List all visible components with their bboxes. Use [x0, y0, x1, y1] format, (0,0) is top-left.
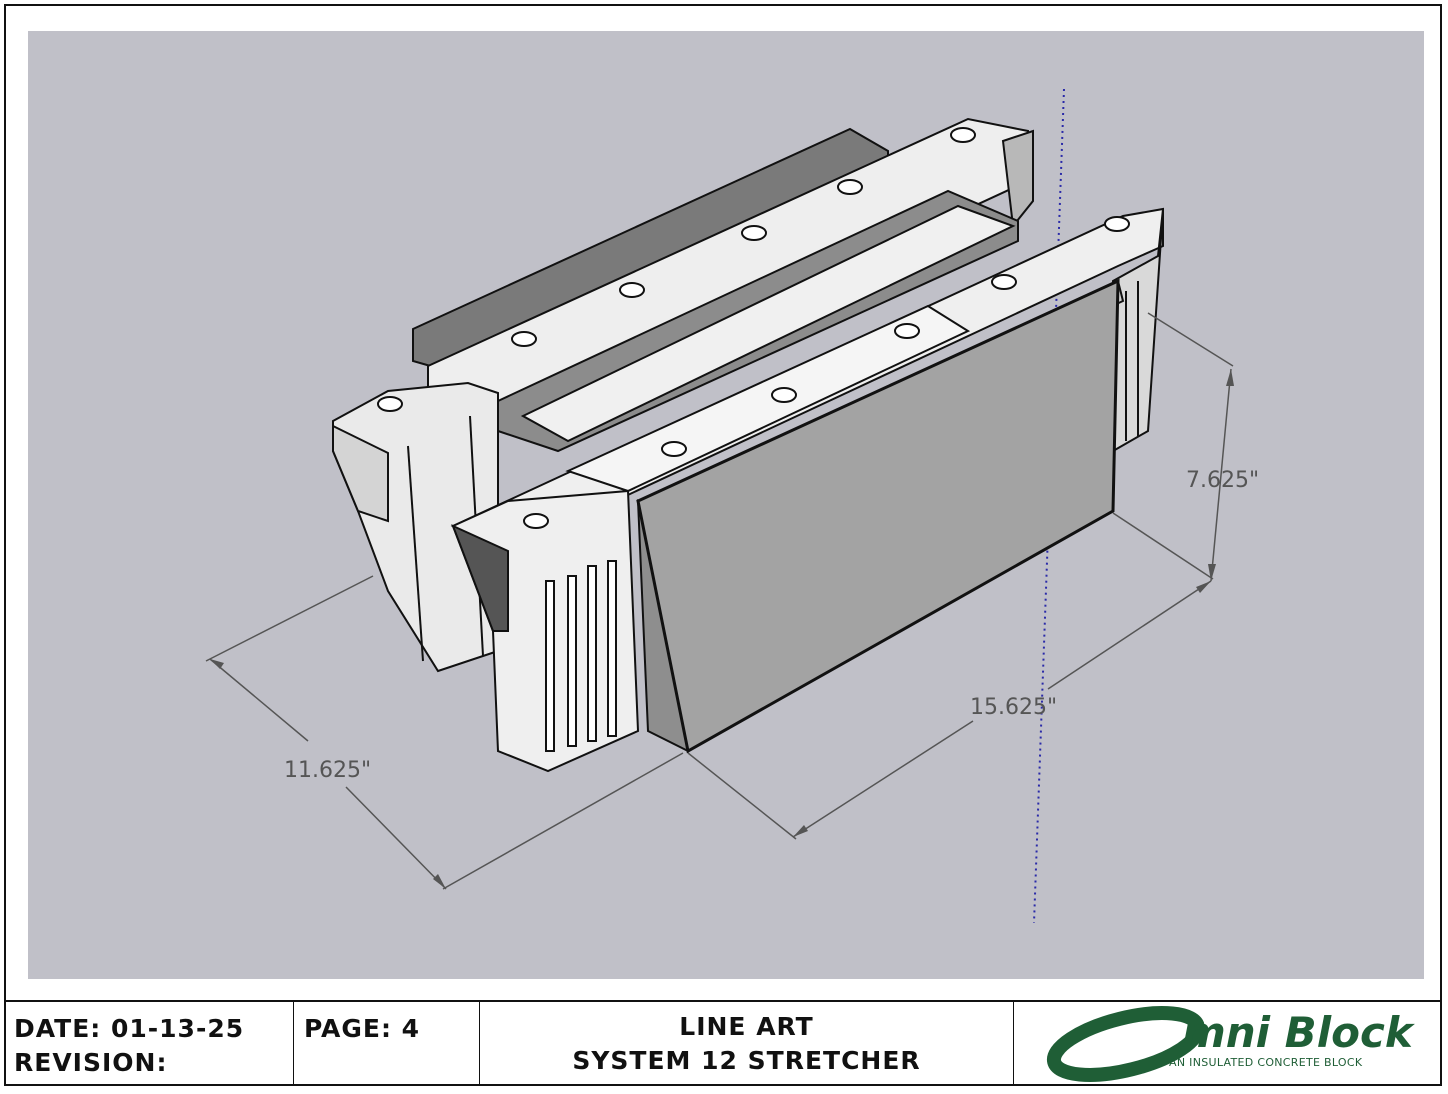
dimension-arrow	[1208, 564, 1216, 581]
length-dimension-label: 15.625"	[970, 695, 1057, 720]
page-label: PAGE: 4	[304, 1014, 421, 1043]
tie-hole	[991, 274, 1017, 290]
width-dimension-ext	[205, 575, 374, 662]
tie-hole	[1104, 216, 1130, 232]
front-web-groove	[545, 580, 555, 752]
width-dimension-ext	[442, 752, 684, 890]
tie-hole	[511, 331, 537, 347]
tie-hole	[741, 225, 767, 241]
dimension-arrow	[433, 874, 446, 889]
tie-hole	[950, 127, 976, 143]
blue-axis-line	[1033, 88, 1065, 924]
logo-wordmark: mni Block	[1182, 1008, 1413, 1057]
front-left-web-chamfer	[451, 524, 509, 632]
title-block: DATE: 01-13-25 REVISION: PAGE: 4 LINE AR…	[6, 1000, 1440, 1086]
middle-core-top	[520, 204, 1016, 443]
title-cell: LINE ART SYSTEM 12 STRETCHER	[480, 1002, 1014, 1086]
front-foam-panel	[636, 278, 1120, 754]
model-viewport[interactable]: 7.625" 15.625" 11.625"	[28, 31, 1424, 979]
dimension-arrow	[793, 825, 808, 837]
length-dimension-line-b	[792, 720, 974, 838]
logo-tagline: AN INSULATED CONCRETE BLOCK	[1169, 1056, 1363, 1069]
width-dimension-label: 11.625"	[284, 758, 371, 783]
title-line-2: SYSTEM 12 STRETCHER	[572, 1046, 921, 1075]
logo-cell: mni Block AN INSULATED CONCRETE BLOCK	[1014, 1002, 1440, 1086]
length-dimension-ext	[687, 752, 797, 840]
dimension-arrow	[210, 659, 224, 669]
front-web-groove	[567, 575, 577, 747]
front-web-groove	[607, 560, 617, 737]
revision-label: REVISION:	[14, 1048, 168, 1077]
height-dimension-line	[1210, 368, 1232, 582]
omniblock-logo-swoosh-icon	[1046, 1006, 1204, 1082]
tie-hole	[377, 396, 403, 412]
dimension-arrow	[1226, 369, 1234, 386]
page-cell: PAGE: 4	[294, 1002, 480, 1086]
dimension-arrow	[1196, 581, 1211, 593]
tie-hole	[837, 179, 863, 195]
title-line-1: LINE ART	[679, 1012, 814, 1041]
front-web-groove	[587, 565, 597, 742]
tie-hole	[771, 387, 797, 403]
tie-hole	[619, 282, 645, 298]
length-dimension-line-a	[1047, 580, 1212, 690]
tie-hole	[661, 441, 687, 457]
drawing-sheet: 7.625" 15.625" 11.625" DATE: 01-13-25 RE…	[4, 4, 1442, 1086]
height-dimension-ext	[1112, 512, 1214, 580]
left-end-web-face	[332, 424, 389, 523]
width-dimension-line-a	[209, 658, 309, 742]
width-dimension-line-b	[345, 786, 447, 890]
left-web-groove	[407, 445, 424, 662]
date-label: DATE: 01-13-25	[14, 1014, 245, 1043]
height-dimension-label: 7.625"	[1186, 468, 1259, 493]
block-drawing: 7.625" 15.625" 11.625"	[205, 88, 1259, 924]
date-revision-cell: DATE: 01-13-25 REVISION:	[6, 1002, 294, 1086]
height-dimension-ext	[1147, 312, 1234, 367]
tie-hole	[894, 323, 920, 339]
back-web-side	[1001, 129, 1034, 229]
tie-hole	[523, 513, 549, 529]
